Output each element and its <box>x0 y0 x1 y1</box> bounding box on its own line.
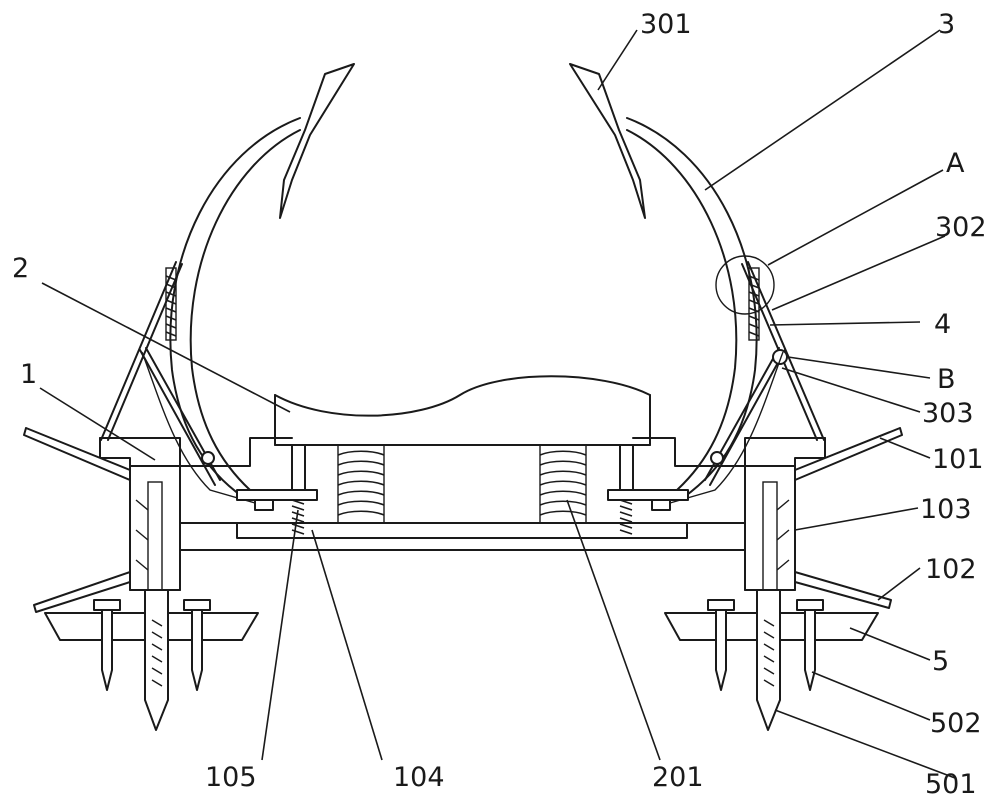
right-bellows <box>539 444 587 524</box>
left-bottom-side-plate <box>33 571 131 613</box>
right-blade <box>569 63 646 219</box>
label-102: 102 <box>925 554 977 585</box>
label-5: 5 <box>932 646 949 677</box>
label-2: 2 <box>12 253 29 284</box>
label-105: 105 <box>205 762 257 793</box>
right-screw-spike <box>756 589 781 731</box>
label-501: 501 <box>925 769 977 800</box>
right-foot-spikes <box>707 599 824 691</box>
right-bottom-side-plate <box>794 571 892 609</box>
main-base <box>99 437 826 591</box>
left-slider <box>236 489 318 511</box>
left-cable <box>141 351 256 504</box>
label-101: 101 <box>932 444 984 475</box>
label-302: 302 <box>935 212 987 243</box>
left-screw-spike <box>144 589 169 731</box>
left-top-side-plate <box>23 427 131 481</box>
label-103: 103 <box>920 494 972 525</box>
label-b: B <box>937 364 956 395</box>
right-slider <box>607 489 689 511</box>
seat-plate <box>274 375 651 446</box>
right-arm-spring <box>748 267 760 341</box>
left-bellows <box>337 444 385 524</box>
left-arm-spring <box>165 267 177 341</box>
right-cable <box>669 351 784 504</box>
label-4: 4 <box>934 309 951 340</box>
label-303: 303 <box>922 398 974 429</box>
left-foot-spikes <box>93 599 211 691</box>
left-blade <box>279 63 355 219</box>
leader-lines <box>39 29 956 779</box>
label-a: A <box>946 148 965 179</box>
labels: 301 3 A 302 2 4 1 B 303 101 103 102 5 50… <box>12 9 987 800</box>
label-1: 1 <box>20 359 37 390</box>
label-502: 502 <box>930 708 982 739</box>
label-3: 3 <box>938 9 955 40</box>
label-104: 104 <box>393 762 445 793</box>
left-link-rod <box>100 261 221 486</box>
right-top-side-plate <box>794 427 903 481</box>
right-link-rod <box>704 261 825 486</box>
label-201: 201 <box>652 762 704 793</box>
pivot-b <box>772 349 788 365</box>
right-small-spring <box>619 499 633 535</box>
detail-circle-a <box>715 255 775 315</box>
label-301: 301 <box>640 9 692 40</box>
